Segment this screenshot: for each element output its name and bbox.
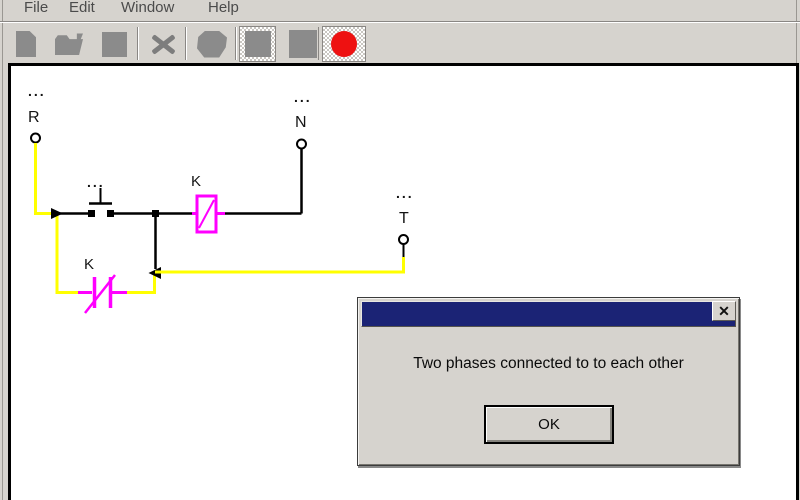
terminal-t[interactable]: ... T [396, 185, 414, 245]
toolbar-separator [185, 27, 186, 60]
toolbar-separator [235, 27, 236, 60]
close-icon[interactable]: ✕ [712, 301, 736, 321]
junction-arrow-mid [148, 267, 161, 279]
terminal-t-node[interactable] [398, 234, 409, 245]
wire-energized-mid[interactable] [127, 273, 156, 294]
node-square-icon [289, 30, 317, 58]
pushbutton-dots: ... [87, 174, 105, 190]
terminal-r[interactable]: ... R [28, 83, 46, 144]
node-tool-button[interactable] [286, 26, 320, 62]
terminal-t-label: T [399, 210, 409, 227]
toolbar-separator-highlight [236, 27, 237, 60]
relay-contact-k[interactable]: K [78, 256, 127, 314]
pushbutton-component[interactable]: ... [87, 174, 114, 217]
menu-window[interactable]: Window [121, 0, 175, 16]
menu-edit[interactable]: Edit [69, 0, 95, 16]
toolbar-separator [137, 27, 138, 60]
new-document-button[interactable] [9, 26, 43, 62]
new-document-icon [16, 31, 36, 57]
relay-coil-k[interactable]: K [191, 173, 225, 234]
component-blob-icon [197, 30, 227, 58]
junction-node[interactable] [152, 210, 159, 217]
toolbar-separator-highlight [186, 27, 187, 60]
terminal-r-label: R [28, 109, 40, 126]
dialog-title-bar[interactable] [361, 301, 736, 327]
open-file-button[interactable] [52, 26, 86, 62]
menu-bar: File Edit Window Help [8, 0, 792, 21]
terminal-r-dots: ... [28, 83, 46, 99]
simulate-record-button[interactable] [322, 26, 366, 62]
terminal-n-dots: ... [294, 89, 312, 105]
terminal-n-label: N [295, 114, 307, 131]
terminal-n[interactable]: ... N [294, 89, 312, 150]
record-icon [331, 31, 357, 57]
toolbar-separator-highlight [138, 27, 139, 60]
component-tool-button[interactable] [195, 26, 229, 62]
terminal-r-node[interactable] [30, 132, 41, 144]
save-button[interactable] [97, 26, 131, 62]
menu-help[interactable]: Help [208, 0, 239, 16]
relay-contact-slash [84, 274, 116, 314]
pushbutton-contact-left [88, 210, 95, 217]
window-frame-left [2, 0, 3, 500]
wire-energized-to-t[interactable] [155, 257, 405, 274]
selected-component-icon [244, 31, 271, 57]
dialog-message: Two phases connected to to each other [413, 355, 684, 372]
terminal-n-node[interactable] [296, 138, 307, 150]
menu-separator-highlight [0, 22, 800, 23]
relay-coil-diagonal [198, 199, 215, 229]
menu-file[interactable]: File [24, 0, 49, 16]
ok-button[interactable]: OK [484, 405, 614, 444]
wire-energized-left[interactable] [34, 143, 81, 294]
relay-contact-label: K [84, 256, 94, 273]
pushbutton-contact-right [107, 210, 114, 217]
open-folder-icon [55, 33, 83, 55]
toolbar [0, 23, 800, 63]
save-icon [101, 31, 127, 57]
menu-separator [0, 21, 800, 22]
error-dialog: ✕ Two phases connected to to each other … [357, 297, 740, 466]
relay-coil-label: K [191, 173, 201, 190]
selected-tool-button[interactable] [239, 26, 276, 62]
delete-x-icon [149, 30, 177, 58]
window-frame-right [796, 0, 797, 63]
delete-button[interactable] [146, 26, 180, 62]
terminal-t-dots: ... [396, 185, 414, 201]
toolbar-separator [318, 27, 319, 60]
